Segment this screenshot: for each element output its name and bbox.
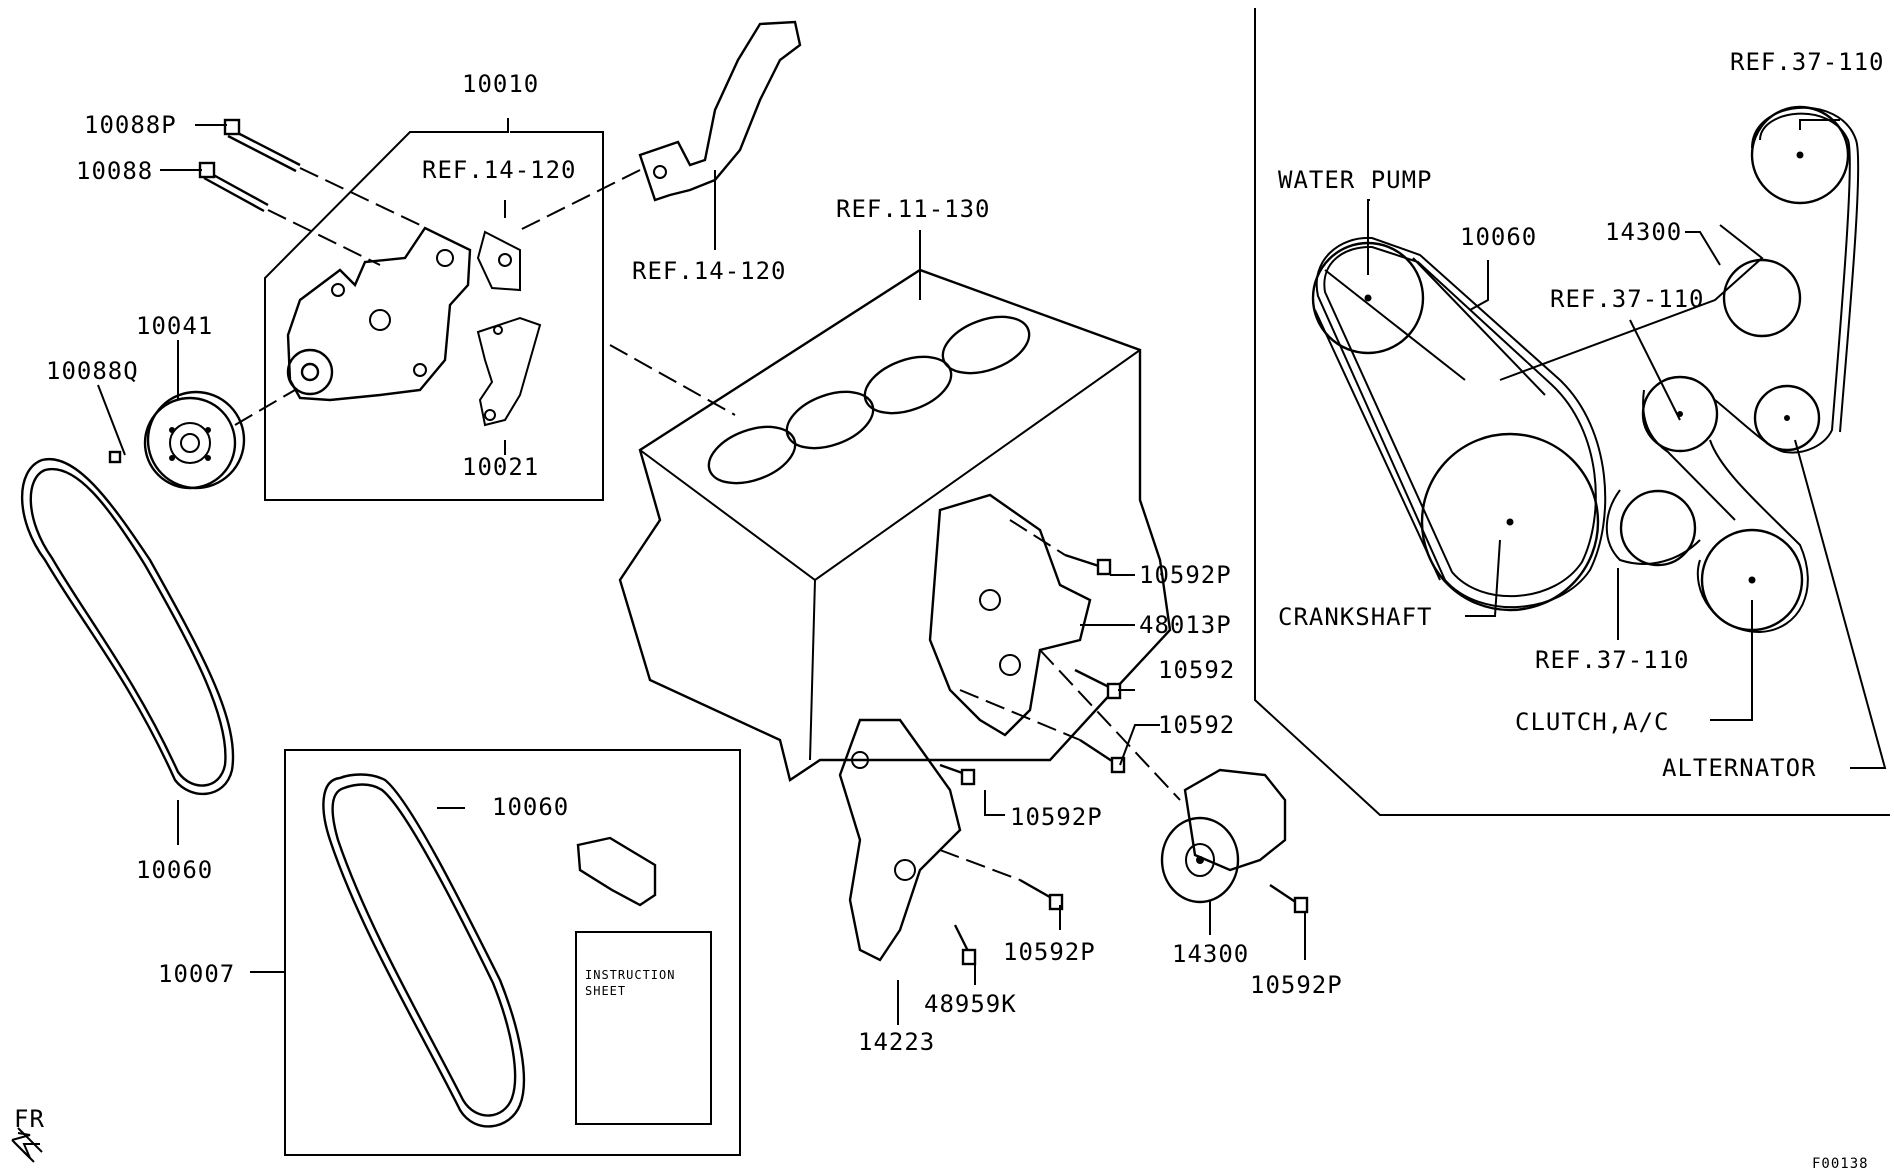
label-10041: 10041 <box>136 312 213 340</box>
label-10592P-a: 10592P <box>1139 561 1232 589</box>
bracket-14223 <box>838 718 962 962</box>
label-10010: 10010 <box>462 70 539 98</box>
label-10088Q: 10088Q <box>46 357 139 385</box>
instruction-sheet-line1: INSTRUCTION <box>585 968 675 982</box>
diagram-id: F00138 <box>1812 1156 1869 1172</box>
label-ref-37-110-top: REF.37-110 <box>1730 48 1885 76</box>
label-fr: FR <box>14 1105 45 1133</box>
label-14300-main: 14300 <box>1172 940 1249 968</box>
label-clutch-ac: CLUTCH,A/C <box>1515 708 1670 736</box>
water-pump-kit-box <box>264 118 604 501</box>
pulley-10041 <box>108 389 296 490</box>
instruction-sheet-line2: SHEET <box>585 984 626 998</box>
label-10592P-b: 10592P <box>1010 803 1103 831</box>
belt-routing-inset <box>1254 8 1890 816</box>
label-10088: 10088 <box>76 157 153 185</box>
label-10592-a: 10592 <box>1158 656 1235 684</box>
front-direction-arrow <box>11 1127 43 1163</box>
bolt-10088P <box>223 118 421 226</box>
label-alternator: ALTERNATOR <box>1662 754 1817 782</box>
label-10592P-c: 10592P <box>1003 938 1096 966</box>
label-10592-b: 10592 <box>1158 711 1235 739</box>
label-14300-routing: 14300 <box>1605 218 1682 246</box>
label-10007: 10007 <box>158 960 235 988</box>
bolts-group <box>939 519 1309 966</box>
water-inlet-pipe <box>519 20 802 231</box>
label-48959K: 48959K <box>924 990 1017 1018</box>
bolt-10088 <box>198 161 381 266</box>
label-ref-14-120-b: REF.14-120 <box>632 257 787 285</box>
label-10088P: 10088P <box>84 111 177 139</box>
label-ref-11-130: REF.11-130 <box>836 195 991 223</box>
engine-block <box>609 230 1172 782</box>
label-crankshaft: CRANKSHAFT <box>1278 603 1433 631</box>
label-14223: 14223 <box>858 1028 935 1056</box>
belt-tensioner-14300 <box>1160 768 1287 904</box>
label-10060-kit: 10060 <box>492 793 569 821</box>
label-water-pump: WATER PUMP <box>1278 166 1433 194</box>
label-10592P-d: 10592P <box>1250 971 1343 999</box>
label-ref-37-110-mid: REF.37-110 <box>1550 285 1705 313</box>
label-10021: 10021 <box>462 453 539 481</box>
label-10060-routing: 10060 <box>1460 223 1537 251</box>
label-ref-37-110-low: REF.37-110 <box>1535 646 1690 674</box>
belt-kit-box-10007 <box>284 749 741 1156</box>
bracket-48013P <box>928 493 1092 737</box>
label-48013P: 48013P <box>1139 611 1232 639</box>
leader-lines <box>97 124 1306 1025</box>
drive-belt-10060 <box>20 457 235 845</box>
label-ref-14-120-a: REF.14-120 <box>422 156 577 184</box>
label-10060-left: 10060 <box>136 856 213 884</box>
